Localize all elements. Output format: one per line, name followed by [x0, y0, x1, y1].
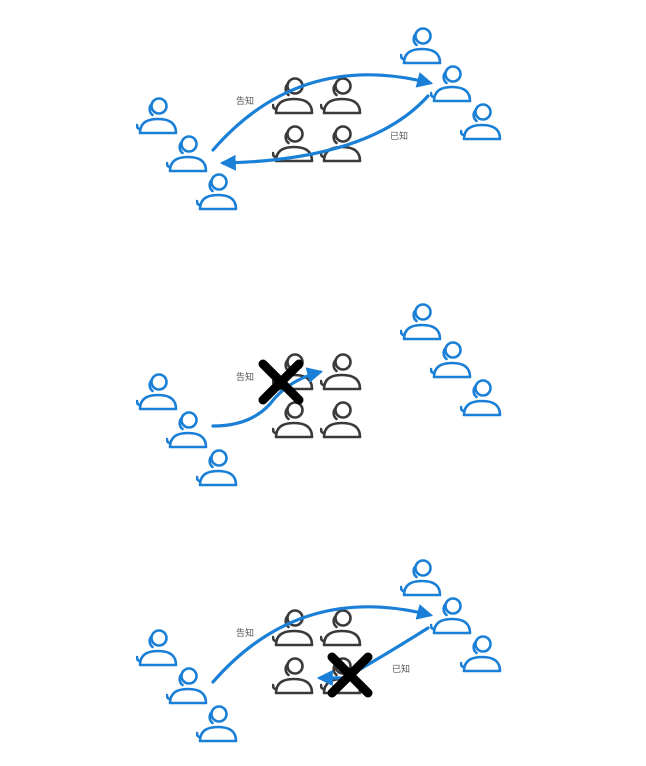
receiver-group — [400, 27, 502, 141]
known-label: 已知 — [390, 130, 408, 142]
sender-person-icon — [196, 705, 238, 743]
cross-mark-icon — [327, 652, 373, 698]
receiver-person-icon — [400, 303, 442, 341]
receiver-group — [400, 559, 502, 673]
notify-label: 告知 — [236, 95, 254, 107]
receiver-person-icon — [400, 559, 442, 597]
receiver-person-icon — [460, 103, 502, 141]
intermediary-person-icon — [320, 401, 362, 439]
intermediary-person-icon — [272, 401, 314, 439]
notify-arrow — [211, 604, 434, 684]
sender-person-icon — [166, 667, 208, 705]
receiver-person-icon — [460, 379, 502, 417]
sender-person-icon — [166, 411, 208, 449]
receiver-group — [400, 303, 502, 417]
receiver-person-icon — [430, 597, 472, 635]
intermediary-person-icon — [320, 353, 362, 391]
sender-group — [136, 629, 238, 743]
notify-arrow — [211, 367, 324, 428]
sender-person-icon — [196, 449, 238, 487]
intermediary-person-icon — [320, 77, 362, 115]
receiver-person-icon — [400, 27, 442, 65]
sender-person-icon — [136, 629, 178, 667]
sender-group — [136, 97, 238, 211]
intermediary-person-icon — [320, 609, 362, 647]
intermediary-group — [272, 77, 362, 163]
receiver-person-icon — [460, 635, 502, 673]
notify-label: 告知 — [236, 371, 254, 383]
sender-person-icon — [196, 173, 238, 211]
sender-person-icon — [166, 135, 208, 173]
notify-label: 告知 — [236, 627, 254, 639]
sender-group — [136, 373, 238, 487]
notify-arrow — [211, 72, 434, 152]
intermediary-person-icon — [272, 657, 314, 695]
cross-mark-icon — [258, 359, 304, 405]
sender-person-icon — [136, 97, 178, 135]
receiver-person-icon — [430, 65, 472, 103]
receiver-person-icon — [430, 341, 472, 379]
known-arrow — [219, 94, 430, 171]
known-label: 已知 — [392, 663, 410, 675]
scenario-notify-blocked: 告知 — [136, 303, 502, 487]
intermediary-group — [272, 353, 362, 439]
sender-person-icon — [136, 373, 178, 411]
